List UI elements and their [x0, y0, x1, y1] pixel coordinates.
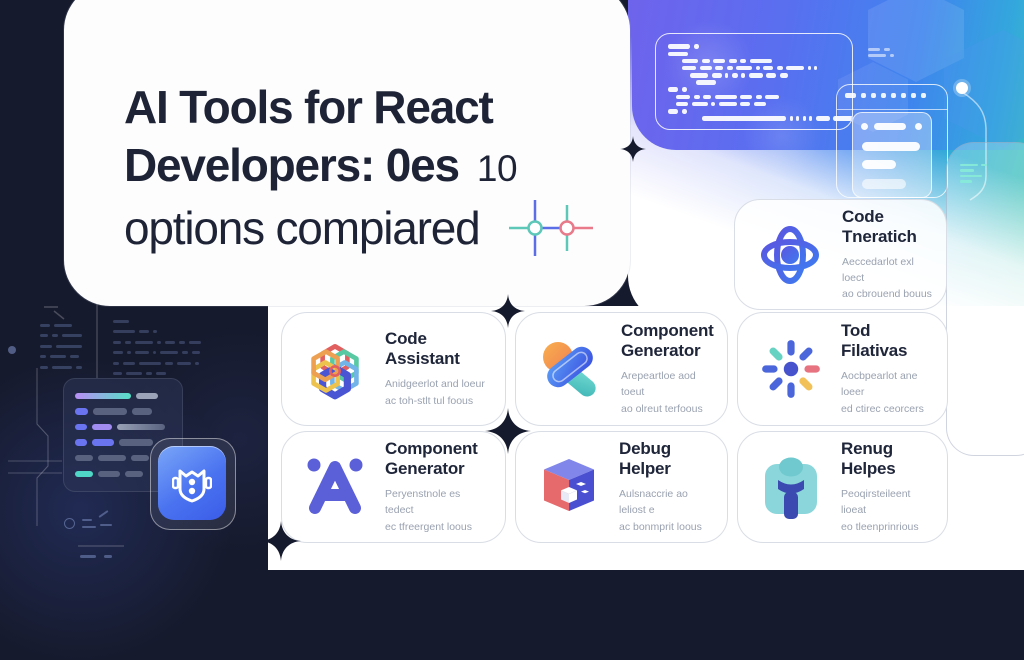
title-line-3: options compiared — [124, 202, 481, 254]
card-subtitle: Arepeartloe aod toeut — [621, 370, 696, 399]
card-title: Component — [385, 439, 478, 459]
circle-symbol — [64, 518, 75, 529]
card-title: Helper — [619, 459, 671, 479]
card-subtitle: Aulsnaccrie ao leliost e — [619, 488, 688, 517]
faint-code-dashes — [40, 320, 82, 373]
circuit-lines — [8, 296, 124, 547]
card-subtitle: Aeccedarlot exl loect — [842, 255, 914, 284]
card-title: Renug — [841, 439, 893, 459]
hero-code-panel — [655, 33, 853, 130]
card-subtitle: ec tfreergent loous — [385, 520, 472, 533]
card-subtitle: Peoqirsteileent lioeat — [841, 488, 911, 517]
card-title: Generator — [385, 459, 465, 479]
card-subtitle: eo tleenprinrious — [841, 520, 919, 533]
tool-card-component-generator[interactable]: Component Generator Arepeartloe aod toeu… — [515, 312, 728, 426]
card-subtitle: ac bonmprit loous — [619, 520, 702, 533]
card-title: Helpes — [841, 459, 896, 479]
cube-icon — [536, 454, 602, 520]
card-title: Code — [842, 206, 884, 226]
dash-symbol — [100, 524, 112, 526]
card-title: Debug — [619, 439, 671, 459]
tool-card-component-generator-2[interactable]: Component Generator Peryenstnole es tede… — [281, 431, 506, 543]
card-subtitle: ao cbrouend bouus — [842, 288, 932, 301]
tool-card-tod-filativas[interactable]: Tod Filativas Aocbpearlot ane loeer ed c… — [737, 312, 948, 426]
flower-hex-icon — [302, 336, 368, 402]
person-icon — [758, 454, 824, 520]
dash-symbol — [82, 526, 96, 528]
wire-line — [961, 91, 987, 201]
page-title: AI Tools for React Developers: 0es 10 op… — [124, 78, 595, 258]
card-subtitle: Aocbpearlot ane loeer — [841, 370, 918, 399]
card-title: Tneratich — [842, 226, 917, 246]
card-subtitle: ac toh-stlt tul foous — [385, 394, 474, 407]
card-title: Generator — [621, 341, 701, 361]
dot-decor — [8, 346, 16, 354]
node-dot — [956, 82, 968, 94]
mini-code-dashes — [868, 46, 894, 59]
dash-symbol — [104, 555, 112, 558]
partial-outline-card — [946, 142, 1024, 456]
card-subtitle: Anidgeerlot and loeur — [385, 378, 485, 391]
dash-symbol — [82, 519, 92, 521]
title-count: 10 — [476, 148, 518, 189]
starburst-icon — [758, 336, 824, 402]
dash-symbol — [80, 555, 96, 558]
robot-app-icon — [158, 446, 226, 520]
form-card-mockup — [852, 112, 932, 198]
card-title: Tod Filativas — [841, 321, 908, 361]
teal-code-snippet — [960, 162, 987, 184]
title-line-1: AI Tools for React — [124, 81, 494, 133]
tool-card-code-assistant[interactable]: Code Assistant Anidgeerlot and loeur ac … — [281, 312, 506, 426]
card-subtitle: ao olreut terfoous — [621, 402, 703, 415]
tool-card-renug-helpes[interactable]: Renug Helpes Peoqirsteileent lioeat eo t… — [737, 431, 948, 543]
tool-card-debug-helper[interactable]: Debug Helper Aulsnaccrie ao leliost e ac… — [515, 431, 728, 543]
faint-code-dashes — [113, 316, 201, 379]
crosshair-icon — [509, 200, 594, 256]
a-mark-icon — [302, 454, 368, 520]
capsules-icon — [536, 335, 604, 403]
tool-card-code-tneratich[interactable]: Code Tneratich Aeccedarlot exl loect ao … — [734, 199, 947, 310]
blob-decor — [742, 96, 822, 176]
card-subtitle: ed ctirec ceorcers — [841, 402, 924, 415]
atom-icon — [755, 220, 825, 290]
card-title: Component — [621, 321, 714, 341]
card-title: Code — [385, 329, 427, 349]
card-subtitle: Peryenstnole es tedect — [385, 488, 461, 517]
title-line-2: Developers: 0es — [124, 139, 460, 191]
window-titlebar — [845, 93, 926, 98]
card-title: Assistant — [385, 349, 460, 369]
bug-glyph-icon — [172, 469, 212, 503]
